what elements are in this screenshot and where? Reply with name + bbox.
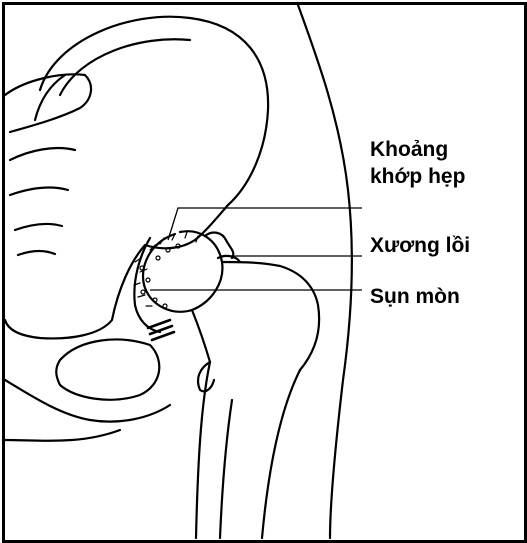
femoral-neck-lower [192,310,210,362]
obturator-foramen [56,340,159,400]
label-bone-spur: Xương lồi [368,232,472,259]
femur-shaft-left [196,362,210,538]
sacrum-line-1 [10,148,75,160]
label-worn-cartilage: Sụn mòn [368,283,462,310]
sacrum-line-2 [10,188,68,195]
body-contour [298,5,352,538]
label-narrow-line1: Khoảng [370,138,448,161]
femur-shaft-right [262,370,300,538]
iliac-crest [35,75,65,120]
greater-trochanter [222,262,319,370]
sacrum [5,74,91,132]
femoral-head [143,231,222,312]
ischium [5,430,120,441]
leader-narrow-space [168,208,362,240]
label-narrow-joint-space: Khoảng khớp hẹp [368,136,467,190]
label-narrow-line2: khớp hẹp [370,163,465,190]
sacrum-line-3 [15,224,62,230]
femur-inner-line [220,400,232,538]
pubic-ramus [5,380,170,422]
sacrum-line-4 [18,251,55,255]
iliac-wing-inner [60,39,190,95]
